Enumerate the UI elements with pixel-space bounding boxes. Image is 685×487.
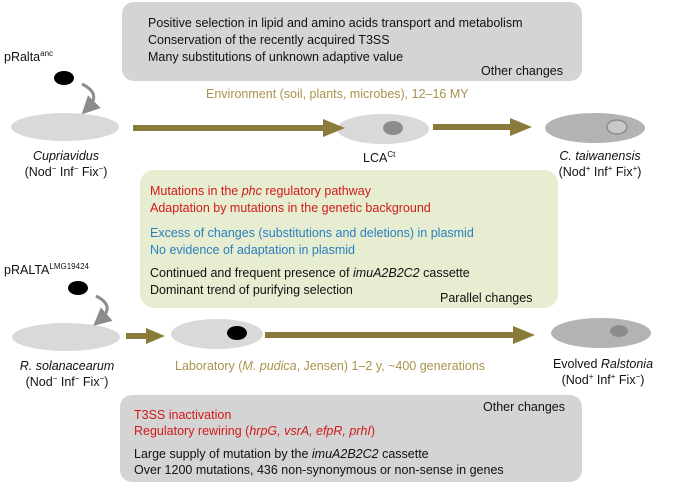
top-box-tag: Other changes [481, 64, 563, 78]
bottom-red-line-2: Regulatory rewiring (hrpG, vsrA, efpR, p… [134, 424, 376, 438]
taiwanensis-label: C. taiwanensis [559, 149, 641, 163]
lca-label: LCACt [363, 150, 396, 166]
plasmid-bottom-label: pRALTALMG19424 [4, 262, 89, 278]
bottom-black-line-1: Large supply of mutation by the imuA2B2C… [134, 447, 429, 461]
lab-arrow-1-head [146, 328, 165, 344]
solanacearum-cell [12, 323, 120, 351]
parallel-blue-line-2: No evidence of adaptation in plasmid [150, 243, 355, 257]
laboratory-label: Laboratory (M. pudica, Jensen) 1–2 y, ~4… [175, 359, 486, 373]
bottom-black-line-2: Over 1200 mutations, 436 non-synonymous … [134, 463, 504, 477]
parallel-black-line-1: Continued and frequent presence of imuA2… [150, 266, 470, 280]
evolved-ralstonia-cell [551, 318, 651, 348]
environment-arrow-1-head [323, 119, 345, 137]
bottom-box-tag: Other changes [483, 400, 565, 414]
plasmid-top-label: pRaltaanc [4, 49, 54, 65]
plasmid-top-dot [54, 71, 74, 85]
parallel-black-line-2: Dominant trend of purifying selection [150, 283, 353, 297]
bottom-other-changes-box [120, 395, 582, 482]
lab-start-cell [171, 319, 263, 349]
lca-cell [337, 114, 429, 144]
environment-arrow-2-head [510, 118, 532, 136]
solanacearum-label: R. solanacearum [19, 359, 115, 373]
lab-start-plasmid [227, 326, 247, 340]
bottom-red-line-1: T3SS inactivation [134, 408, 232, 422]
plasmid-top-insertion-arrow [81, 82, 101, 115]
taiwanensis-phenotype: (Nod+ Inf+ Fix+) [558, 164, 642, 180]
evolved-ralstonia-plasmid [610, 325, 628, 337]
evolved-ralstonia-label: Evolved Ralstonia [552, 357, 654, 371]
cupriavidus-label: Cupriavidus [32, 149, 99, 163]
parallel-changes-box [140, 170, 558, 308]
solanacearum-phenotype: (Nod− Inf− Fix−) [25, 374, 109, 390]
plasmid-bottom-insertion-arrow [93, 294, 113, 326]
evolved-ralstonia-phenotype: (Nod+ Inf+ Fix−) [561, 372, 645, 388]
cupriavidus-phenotype: (Nod− Inf− Fix−) [24, 164, 108, 180]
taiwanensis-cell [545, 113, 645, 143]
taiwanensis-plasmid [606, 119, 628, 135]
environment-label: Environment (soil, plants, microbes), 12… [206, 87, 469, 101]
lab-arrow-2-head [513, 326, 535, 344]
parallel-blue-line-1: Excess of changes (substitutions and del… [150, 226, 474, 240]
plasmid-bottom-dot [68, 281, 88, 295]
parallel-box-tag: Parallel changes [440, 291, 533, 305]
parallel-red-line-1: Mutations in the phc regulatory pathway [150, 184, 371, 198]
lca-plasmid [383, 121, 403, 135]
cupriavidus-cell [11, 113, 119, 141]
top-box-line-3: Many substitutions of unknown adaptive v… [148, 50, 404, 64]
top-other-changes-box [122, 2, 582, 81]
parallel-red-line-2: Adaptation by mutations in the genetic b… [150, 201, 431, 215]
top-box-line-1: Positive selection in lipid and amino ac… [148, 16, 523, 30]
top-box-line-2: Conservation of the recently acquired T3… [148, 33, 390, 47]
